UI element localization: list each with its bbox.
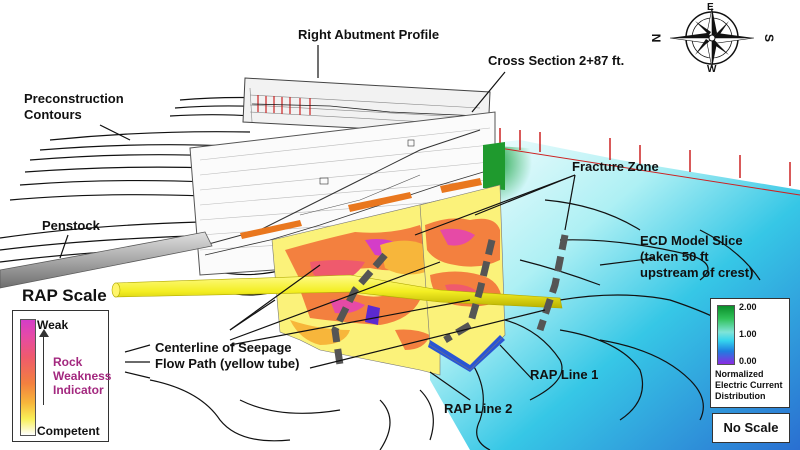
ecd-legend: 2.00 1.00 0.00 Normalized Electric Curre… — [710, 298, 790, 408]
rap-arrow-shaft — [43, 335, 44, 405]
leader-lines — [59, 45, 656, 401]
rap-legend-competent: Competent — [37, 424, 100, 438]
label-preconstruction-contours: Preconstruction Contours — [24, 91, 124, 122]
ecd-tick-min: 0.00 — [739, 356, 757, 366]
arrow-up-icon — [39, 329, 49, 337]
rap-scale-legend: Weak Rock Weakness Indicator Competent — [12, 310, 112, 442]
label-rap-scale: RAP Scale — [22, 286, 107, 305]
label-fracture-zone: Fracture Zone — [572, 159, 659, 174]
label-rap-line-1: RAP Line 1 — [530, 367, 599, 382]
compass-letter-s: S — [762, 33, 777, 43]
fracture-zone-lines — [331, 234, 569, 366]
label-rap-line-2: RAP Line 2 — [444, 401, 513, 416]
rap-color-bar — [20, 319, 36, 436]
label-centerline: Centerline of Seepage Flow Path (yellow … — [155, 340, 300, 371]
compass-letter-w: W — [707, 64, 717, 75]
rap-legend-weak: Weak — [37, 318, 69, 332]
label-cross-section: Cross Section 2+87 ft. — [488, 53, 625, 68]
no-scale-label: No Scale — [723, 420, 779, 435]
compass-letter-n: N — [649, 33, 664, 43]
no-scale-box: No Scale — [712, 413, 790, 443]
seepage-flow-tube — [114, 274, 563, 309]
green-block — [483, 142, 505, 190]
ecd-tick-max: 2.00 — [739, 302, 757, 312]
compass-rose — [669, 7, 755, 69]
label-right-abutment-profile: Right Abutment Profile — [298, 27, 440, 42]
label-penstock: Penstock — [42, 218, 100, 233]
compass-letter-e: E — [707, 2, 714, 13]
ecd-legend-caption: Normalized Electric Current Distribution — [715, 369, 783, 401]
label-ecd-model-slice: ECD Model Slice (taken 50 ft upstream of… — [640, 233, 754, 280]
ecd-tick-mid: 1.00 — [739, 329, 757, 339]
penstock-pipe — [0, 231, 213, 289]
seepage-tube-end — [111, 282, 121, 298]
orange-bars — [240, 178, 482, 239]
ecd-color-bar — [717, 305, 735, 365]
rap-line-1-slice — [419, 184, 506, 372]
rap-legend-indicator: Rock Weakness Indicator — [53, 355, 112, 397]
ground-edge-ticks-line — [479, 144, 800, 196]
